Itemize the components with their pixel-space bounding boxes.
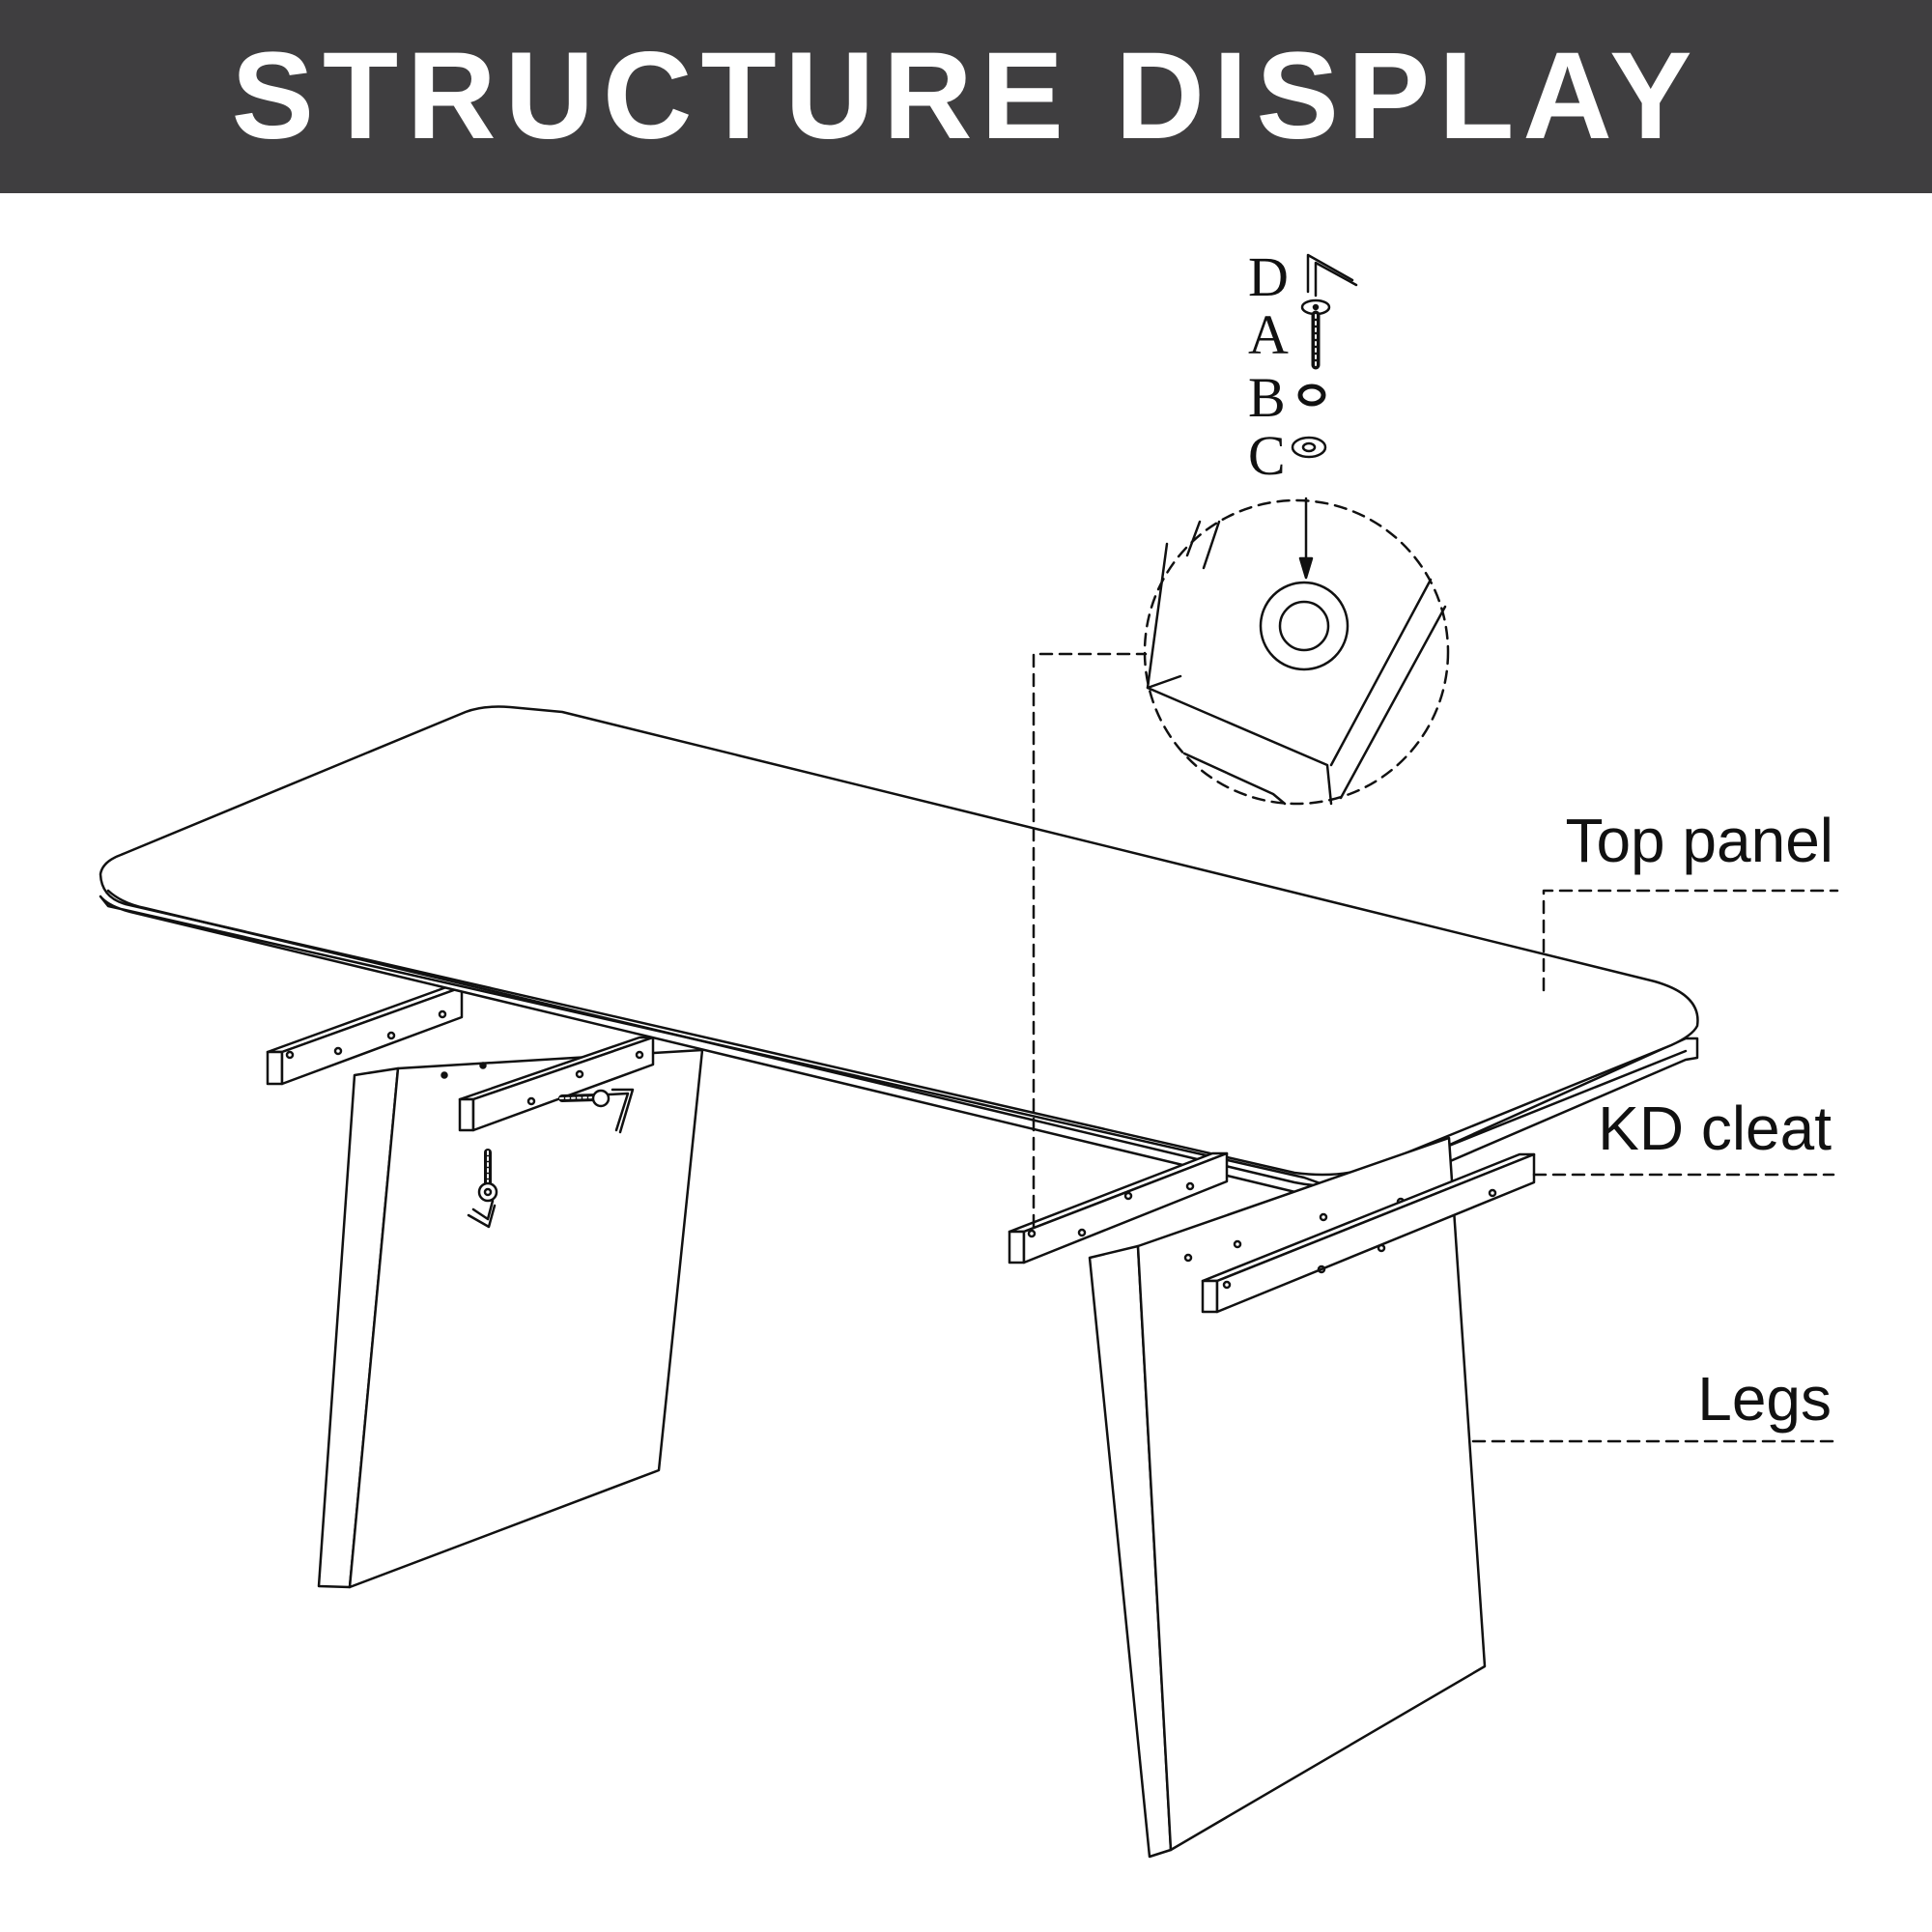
allen-key-icon <box>1306 253 1358 298</box>
right-cleat-front <box>1201 1152 1536 1314</box>
left-cleat-back <box>266 985 464 1086</box>
right-cleat-back <box>1008 1151 1229 1264</box>
left-leg <box>317 1048 704 1589</box>
title-banner: STRUCTURE DISPLAY <box>0 0 1932 193</box>
part-letter-c: C <box>1248 424 1286 487</box>
part-letter-b: B <box>1248 366 1286 429</box>
spring-washer-icon <box>1297 384 1326 407</box>
page-title: STRUCTURE DISPLAY <box>231 27 1701 165</box>
right-leg <box>1088 1136 1487 1859</box>
detail-magnifier <box>1143 497 1450 806</box>
part-letter-a: A <box>1248 303 1289 366</box>
part-letter-d: D <box>1248 245 1289 308</box>
legs-label: Legs <box>1697 1364 1832 1434</box>
top-panel-leader-line <box>1542 889 1839 992</box>
kd-cleat-label: KD cleat <box>1598 1094 1832 1163</box>
top-panel <box>99 705 1699 1208</box>
flat-washer-icon <box>1291 436 1327 459</box>
left-vertical-bolt <box>467 1149 498 1229</box>
detail-leader-line <box>1032 652 1148 1229</box>
left-horizontal-bolt <box>558 1088 635 1134</box>
top-panel-label: Top panel <box>1565 806 1833 875</box>
left-cleat-front <box>458 1036 655 1132</box>
bolt-icon <box>1300 298 1331 370</box>
